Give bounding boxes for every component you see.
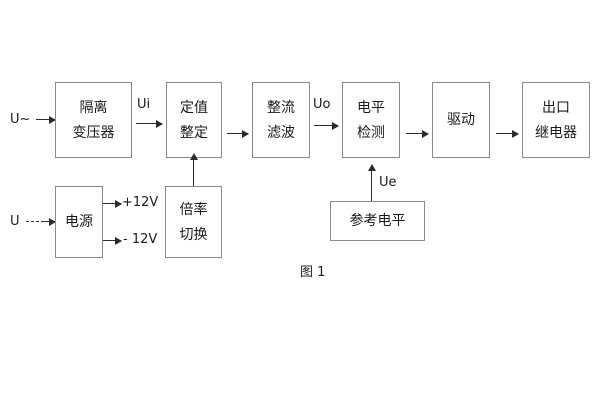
arrow-reference-level-to-level-detection: [367, 164, 376, 201]
block-multiplier-switch-line2: 切换: [179, 226, 208, 243]
signal-label-ue: Ue: [379, 175, 397, 190]
block-isolation-transformer-line2: 变压器: [72, 124, 115, 141]
ac-input-label: U~: [10, 112, 31, 127]
block-drive-line1: 驱动: [447, 112, 475, 128]
block-power-supply-line1: 电源: [65, 214, 93, 230]
block-reference-level-line1: 参考电平: [349, 213, 406, 229]
arrow-ac-input-to-isolation-transformer: [36, 115, 56, 124]
arrow-multiplier-switch-to-setting-value: [189, 153, 198, 186]
block-level-detection: 电平 检测: [342, 82, 400, 158]
dc-input-dashed-lead: [26, 221, 39, 223]
block-reference-level: 参考电平: [330, 201, 425, 241]
block-isolation-transformer-line1: 隔离: [79, 99, 108, 116]
arrow-power-supply-positive-rail: [103, 199, 122, 208]
arrow-setting-value-to-rectify-filter: [227, 129, 249, 138]
signal-label-ui: Ui: [137, 97, 151, 112]
block-setting-value-line1: 定值: [180, 99, 208, 116]
block-level-detection-line2: 检测: [357, 124, 385, 141]
arrow-rectify-filter-to-level-detection: [314, 121, 339, 130]
block-setting-value-line2: 整定: [180, 124, 208, 141]
dc-input-label: U: [10, 214, 20, 229]
block-output-relay-line1: 出口: [542, 99, 570, 116]
block-rectify-filter-line2: 滤波: [267, 124, 295, 141]
block-setting-value: 定值 整定: [166, 82, 222, 158]
supply-rail-positive-label: +12V: [122, 195, 159, 210]
arrow-isolation-transformer-to-setting-value: [136, 119, 163, 128]
block-rectify-filter-line1: 整流: [267, 99, 295, 116]
block-rectify-filter: 整流 滤波: [252, 82, 310, 158]
block-level-detection-line1: 电平: [357, 99, 385, 116]
block-multiplier-switch-line1: 倍率: [179, 201, 208, 218]
block-drive: 驱动: [432, 82, 490, 158]
block-isolation-transformer: 隔离 变压器: [55, 82, 132, 158]
block-multiplier-switch: 倍率 切换: [165, 186, 222, 258]
signal-label-uo: Uo: [313, 97, 331, 112]
block-output-relay: 出口 继电器: [522, 82, 590, 158]
arrow-dc-input-to-power-supply: [41, 217, 56, 226]
supply-rail-negative-label: - 12V: [123, 232, 158, 247]
figure-caption: 图 1: [300, 265, 326, 280]
arrow-drive-to-output-relay: [496, 129, 519, 138]
block-power-supply: 电源: [55, 186, 103, 258]
arrow-level-detection-to-drive: [406, 129, 429, 138]
arrow-power-supply-negative-rail: [103, 236, 122, 245]
block-output-relay-line2: 继电器: [535, 124, 577, 141]
